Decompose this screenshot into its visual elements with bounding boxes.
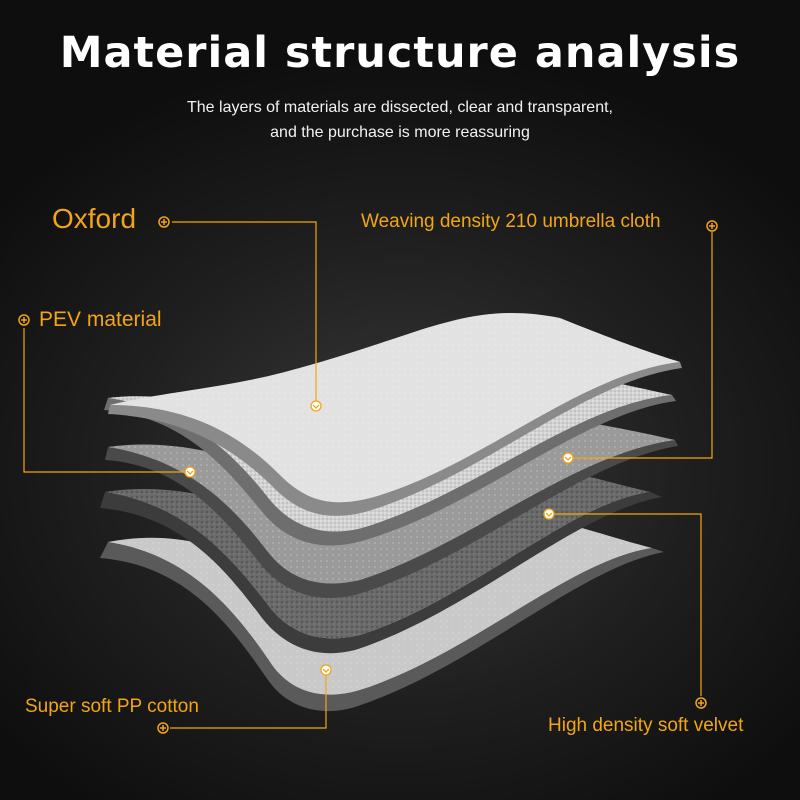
callout-pev-material: PEV material xyxy=(39,308,162,331)
chevron-down-circle-icon xyxy=(310,400,322,412)
callout-oxford: Oxford xyxy=(52,203,137,234)
subtitle-line-1: The layers of materials are dissected, c… xyxy=(187,99,613,116)
chevron-down-circle-icon xyxy=(184,466,196,478)
leader-weaving xyxy=(570,232,713,459)
layer-oxford xyxy=(108,313,682,516)
page-title: Material structure analysis xyxy=(59,28,741,78)
plus-circle-icon xyxy=(158,216,170,228)
plus-circle-icon xyxy=(695,697,707,709)
callout-pp-cotton: Super soft PP cotton xyxy=(25,696,199,717)
leader-pp-cotton xyxy=(170,672,327,729)
chevron-down-circle-icon xyxy=(543,508,555,520)
plus-circle-icon xyxy=(18,314,30,326)
callout-weaving-density: Weaving density 210 umbrella cloth xyxy=(361,211,661,232)
callout-soft-velvet: High density soft velvet xyxy=(548,715,744,736)
leader-pev xyxy=(23,328,186,473)
subtitle-line-2: and the purchase is more reassuring xyxy=(270,124,530,141)
plus-circle-icon xyxy=(706,220,718,232)
leader-velvet xyxy=(552,513,702,696)
leader-oxford xyxy=(172,221,317,402)
chevron-down-circle-icon xyxy=(562,452,574,464)
chevron-down-circle-icon xyxy=(320,664,332,676)
leader-lines xyxy=(23,221,713,729)
plus-circle-icon xyxy=(157,722,169,734)
